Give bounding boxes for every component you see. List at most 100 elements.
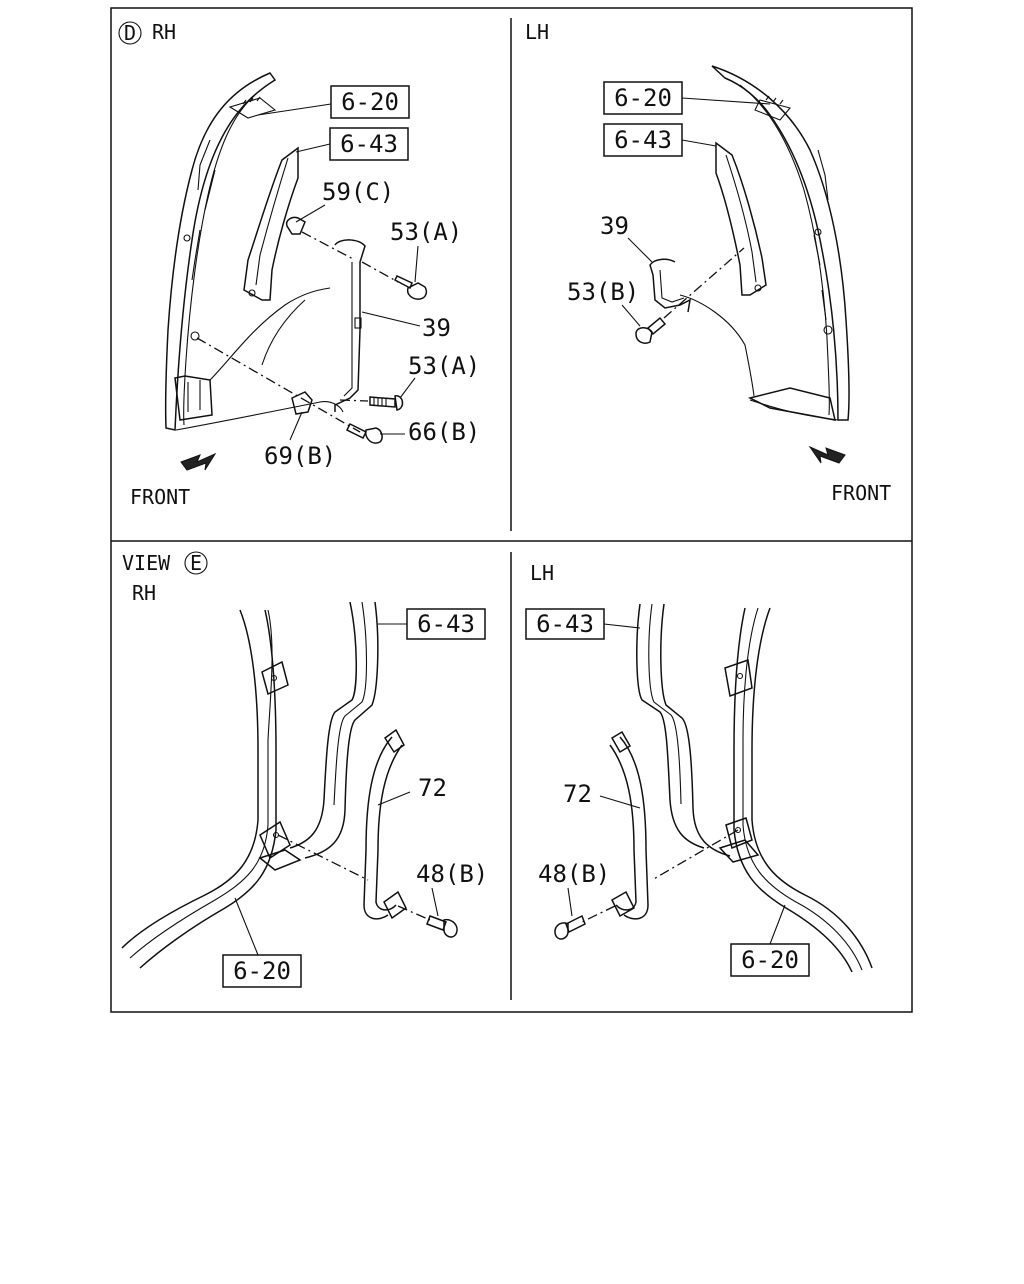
- pillar-6-43-mid-lh: [648, 603, 682, 805]
- leader-48b-lh-dash: [581, 905, 616, 923]
- clip-69b: [291, 391, 313, 415]
- leader-66b-dash: [196, 337, 361, 433]
- pillar-6-20-inner-rh: [139, 609, 277, 969]
- pillar-detail-lines: [191, 139, 216, 281]
- pillar-hole-lh-2: [823, 325, 833, 335]
- trim-6-43-inner: [255, 157, 289, 286]
- pillar-6-43-outer-rh: [289, 601, 358, 849]
- pillar-outline-lh: [711, 65, 850, 421]
- bracket-lower-lh-base: [718, 839, 760, 863]
- callout-59c: 59(C): [322, 178, 394, 206]
- view-e-prefix: VIEW: [122, 551, 171, 575]
- ref-box-6-20-rh-bottom: [222, 954, 302, 988]
- trim-6-43-rh: [243, 146, 299, 301]
- bolt-48b-lh: [554, 914, 586, 940]
- ref-label-6-20-lh: 6-20: [614, 84, 672, 112]
- floor-line-lh: [749, 399, 839, 421]
- leader-6-20-rh: [257, 103, 332, 116]
- pillar-inner-line-lh: [739, 84, 830, 416]
- bracket-upper-lh: [724, 658, 753, 698]
- ref-box-6-43-lh: [603, 123, 683, 157]
- leader-48b-lh: [567, 887, 573, 917]
- panel-top-left: D RH: [118, 20, 480, 509]
- bolt-53a-lower: [369, 395, 404, 411]
- side-label-lh-top: LH: [525, 20, 549, 44]
- bolt-53a-upper: [394, 275, 428, 300]
- leader-59c: [295, 204, 326, 223]
- view-d-circle: [118, 21, 142, 45]
- pillar-hole-1: [183, 234, 191, 242]
- leader-53a-lower: [399, 377, 416, 399]
- pillar-6-20-outer-lh: [751, 607, 873, 969]
- ref-box-6-20-lh-bottom: [730, 943, 810, 977]
- callout-72-lh: 72: [563, 780, 592, 808]
- pillar-detail-lh: [813, 149, 829, 321]
- panel-bottom-right: LH 6-43 6-20: [525, 561, 873, 977]
- strap-72-rh-inner: [375, 744, 403, 911]
- leader-48b-rh: [431, 887, 439, 917]
- leader-72-rh-dash: [277, 834, 369, 881]
- wheel-arch-lh: [679, 294, 755, 397]
- bracket-upper-rh-hole: [270, 674, 278, 682]
- leader-53a-upper: [414, 245, 419, 283]
- leader-53b: [621, 304, 641, 327]
- bolt-66b: [345, 422, 383, 444]
- pillar-6-20-inner-lh: [733, 607, 853, 973]
- leader-53a-upper-dash: [361, 261, 399, 283]
- pillar-inner-line: [183, 94, 256, 426]
- callout-48b-rh: 48(B): [416, 860, 488, 888]
- bracket-upper-rh: [261, 660, 289, 696]
- ref-label-6-20-rh-bottom: 6-20: [233, 957, 291, 985]
- leader-6-20-lh: [681, 97, 771, 105]
- clip-59c: [285, 216, 306, 235]
- ref-label-6-43-rh-bottom: 6-43: [417, 610, 475, 638]
- side-label-rh-top: RH: [152, 20, 176, 44]
- pillar-top-cap-lh: [754, 99, 791, 121]
- strap-39-lh: [649, 258, 691, 313]
- leader-72-lh-dash: [651, 829, 739, 881]
- ref-label-6-43-lh: 6-43: [614, 126, 672, 154]
- panel-top-right: LH 6-20 6-43 39 5: [525, 20, 891, 505]
- pillar-6-43-mid-rh: [333, 601, 368, 806]
- ref-label-6-20-lh-bottom: 6-20: [741, 946, 799, 974]
- callout-53a-lower: 53(A): [408, 352, 480, 380]
- bolt-48b-rh: [426, 915, 458, 938]
- strap-72-lh-tab-top: [610, 730, 632, 754]
- ref-box-6-43-rh-bottom: [406, 608, 486, 640]
- pillar-hole-lh-1: [814, 228, 822, 236]
- lower-panel-block: [174, 375, 213, 421]
- callout-72-rh: 72: [418, 774, 447, 802]
- pillar-6-43-inner-rh: [304, 601, 379, 859]
- trim-clip-rh: [248, 289, 256, 297]
- view-e-circle: [184, 551, 208, 575]
- leader-48b-rh-dash: [397, 905, 431, 921]
- pillar-6-20-mid-rh: [129, 609, 273, 959]
- leader-6-20-rh-bottom: [234, 897, 259, 956]
- view-d-letter: D: [124, 21, 136, 45]
- trim-clip-lh: [754, 284, 762, 292]
- callout-48b-lh: 48(B): [538, 860, 610, 888]
- strap-72-rh-outer: [363, 736, 393, 920]
- callout-39-lh: 39: [600, 212, 629, 240]
- screw-53b: [635, 316, 667, 344]
- lower-panel-ribs: [187, 380, 201, 412]
- ref-box-6-20-lh: [603, 81, 683, 115]
- lower-panel-lh: [747, 387, 836, 421]
- leader-59c-dash: [301, 231, 356, 261]
- leader-39-lh: [627, 237, 653, 263]
- leader-69b: [289, 411, 303, 441]
- ref-label-6-43-lh-bottom: 6-43: [536, 610, 594, 638]
- bracket-lower-lh: [725, 817, 753, 850]
- trim-6-43-lh-inner: [725, 154, 757, 283]
- front-label-lh: FRONT: [831, 481, 891, 505]
- ref-label-6-43-rh: 6-43: [340, 130, 398, 158]
- callout-53a-upper: 53(A): [390, 218, 462, 246]
- front-label-rh: FRONT: [130, 485, 190, 509]
- callout-66b: 66(B): [408, 418, 480, 446]
- leader-6-43-rh: [295, 143, 331, 153]
- leader-6-20-lh-bottom: [769, 904, 786, 945]
- diagram-frame: [110, 7, 913, 1013]
- pillar-outline: [164, 72, 277, 431]
- leader-53a-lower-dash: [339, 399, 369, 402]
